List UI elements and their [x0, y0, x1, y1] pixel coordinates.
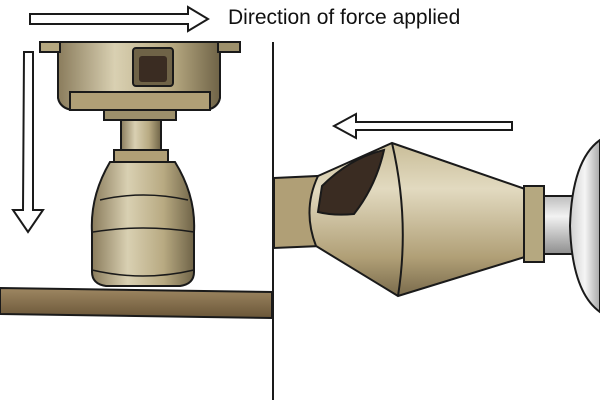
chuck-key-slot-inner — [139, 56, 167, 82]
horizontal-countersink-bit — [308, 141, 529, 298]
countersink-bit — [90, 161, 196, 287]
bit-shank-ring — [113, 149, 169, 163]
horizontal-drill-chuck — [568, 138, 600, 314]
force-arrow-down-icon — [11, 51, 45, 234]
workpiece-left — [0, 286, 273, 320]
drill-chuck-collar-right — [217, 41, 241, 53]
vertical-drilling-view — [0, 41, 273, 320]
countersink-bit-tip — [91, 269, 195, 277]
bit-flute-hole — [316, 148, 386, 216]
horizontal-bit-collar — [523, 185, 545, 263]
bit-cone-edge — [391, 142, 404, 297]
drill-chuck-collar — [39, 41, 61, 53]
chuck-nose — [103, 109, 177, 121]
legend-label: Direction of force applied — [228, 6, 461, 29]
chuck-base-ring — [69, 91, 211, 111]
horizontal-drilling-view — [273, 112, 600, 314]
legend-arrow-icon — [29, 5, 210, 33]
countersink-bit-band — [99, 194, 189, 201]
force-arrow-left-icon — [331, 112, 513, 140]
countersink-bit-band-2 — [92, 227, 195, 233]
